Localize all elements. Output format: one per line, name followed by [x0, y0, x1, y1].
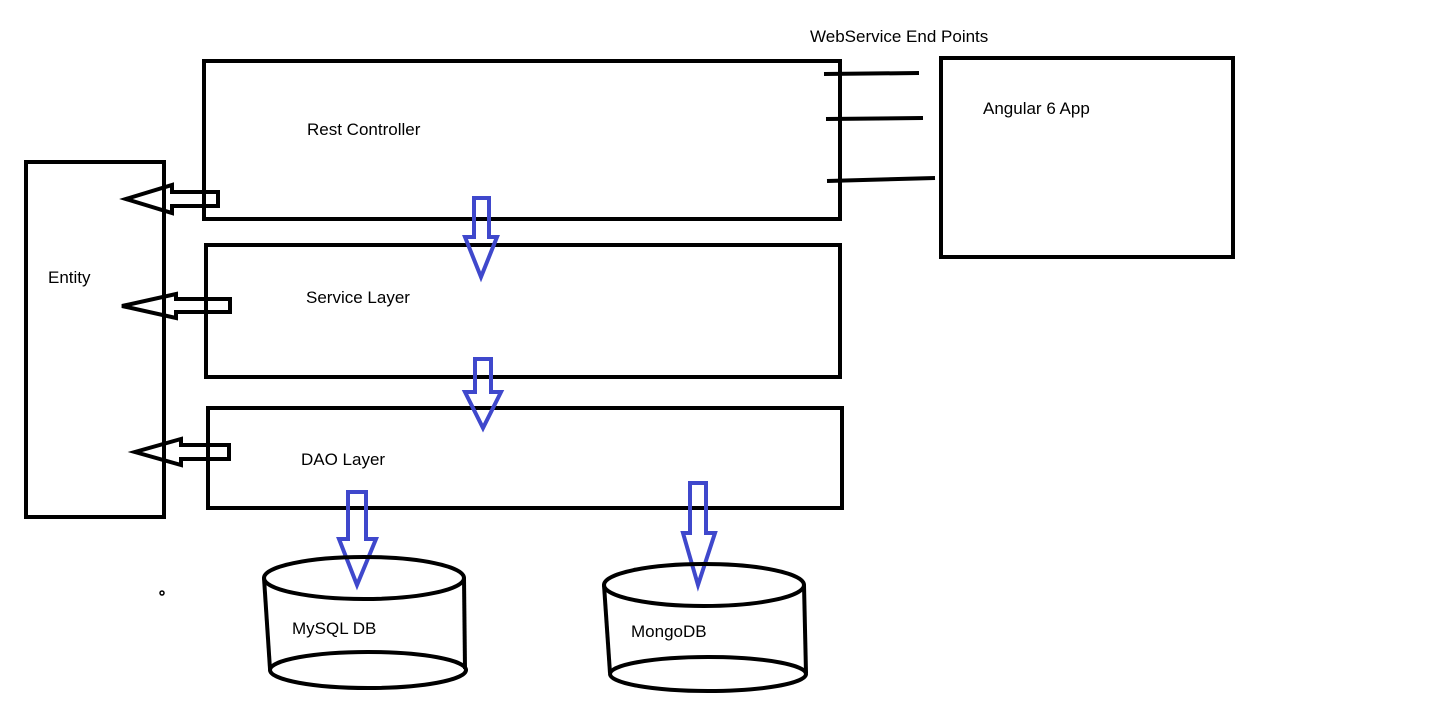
rest-controller-box	[202, 59, 842, 221]
arrow-rest-to-entity	[119, 182, 220, 216]
endpoints-title: WebService End Points	[810, 27, 988, 46]
endpoint-line-3	[826, 176, 936, 183]
stray-dot	[159, 590, 165, 596]
arrow-dao-to-mysql	[336, 490, 379, 591]
arrow-rest-to-service	[462, 196, 500, 283]
entity-box	[24, 160, 166, 519]
mysql-db-label: MySQL DB	[292, 619, 376, 638]
mongodb-label: MongoDB	[631, 622, 707, 641]
angular-app-label: Angular 6 App	[983, 99, 1090, 118]
mysql-db-cylinder	[262, 555, 468, 690]
arrow-service-to-dao	[461, 357, 505, 433]
arrow-dao-to-mongodb	[680, 481, 718, 592]
dao-layer-label: DAO Layer	[301, 450, 385, 469]
service-layer-box	[204, 243, 842, 379]
arrow-dao-to-entity	[127, 436, 231, 468]
mongodb-cylinder	[602, 562, 808, 693]
arrow-service-to-entity	[121, 291, 232, 321]
endpoint-line-2	[825, 116, 924, 121]
service-layer-label: Service Layer	[306, 288, 410, 307]
entity-label: Entity	[48, 268, 91, 287]
angular-app-box	[939, 56, 1235, 259]
rest-controller-label: Rest Controller	[307, 120, 421, 139]
endpoint-line-1	[823, 71, 920, 76]
